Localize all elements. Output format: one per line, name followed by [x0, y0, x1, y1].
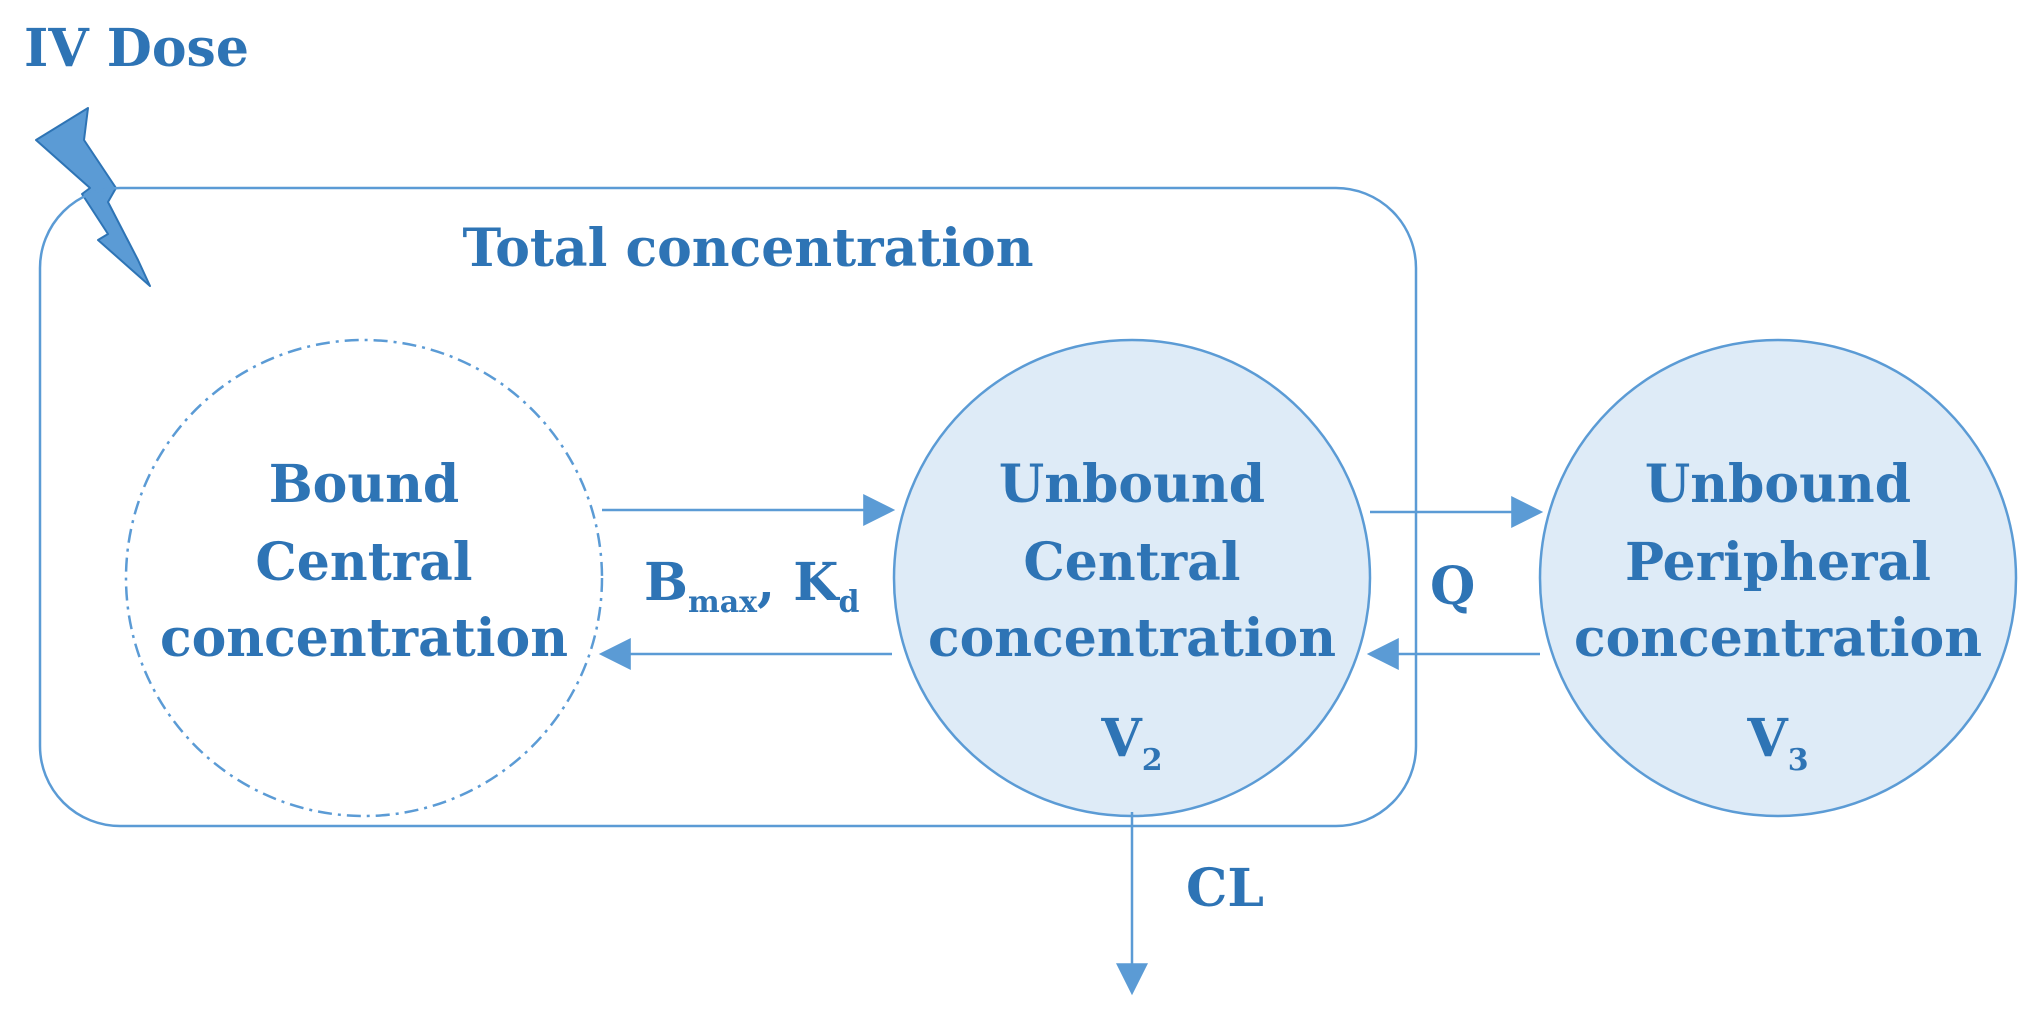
- binding-parameters-label: Bmax, Kd: [644, 552, 859, 620]
- total-concentration-box: [38, 186, 1418, 828]
- q-label: Q: [1430, 556, 1475, 617]
- unbound-central-line3: concentration: [928, 608, 1336, 669]
- kd-main: K: [793, 552, 840, 613]
- lightning-bolt-icon: [35, 107, 151, 287]
- bmax-sub: max: [688, 585, 758, 620]
- binding-separator: ,: [757, 552, 793, 613]
- v3-main: V: [1746, 708, 1789, 769]
- bound-central-compartment: [124, 338, 604, 818]
- bmax-main: B: [644, 552, 688, 613]
- unbound-peripheral-line1: Unbound: [1645, 454, 1911, 515]
- unbound-central-volume: V2: [1100, 708, 1162, 778]
- unbound-central-line2: Central: [1023, 532, 1240, 593]
- bound-line3: concentration: [160, 608, 568, 669]
- iv-dose-label: IV Dose: [24, 18, 249, 79]
- kd-sub: d: [838, 585, 859, 620]
- bound-line2: Central: [255, 532, 472, 593]
- unbound-peripheral-compartment: [1538, 338, 2018, 818]
- bound-line1: Bound: [269, 454, 460, 515]
- unbound-peripheral-line2: Peripheral: [1625, 532, 1931, 593]
- unbound-peripheral-line3: concentration: [1574, 608, 1982, 669]
- unbound-peripheral-volume: V3: [1746, 708, 1808, 778]
- unbound-central-line1: Unbound: [999, 454, 1265, 515]
- v2-main: V: [1100, 708, 1143, 769]
- cl-label: CL: [1186, 858, 1264, 919]
- v3-sub: 3: [1788, 743, 1809, 778]
- v2-sub: 2: [1142, 743, 1163, 778]
- total-concentration-label: Total concentration: [462, 218, 1033, 279]
